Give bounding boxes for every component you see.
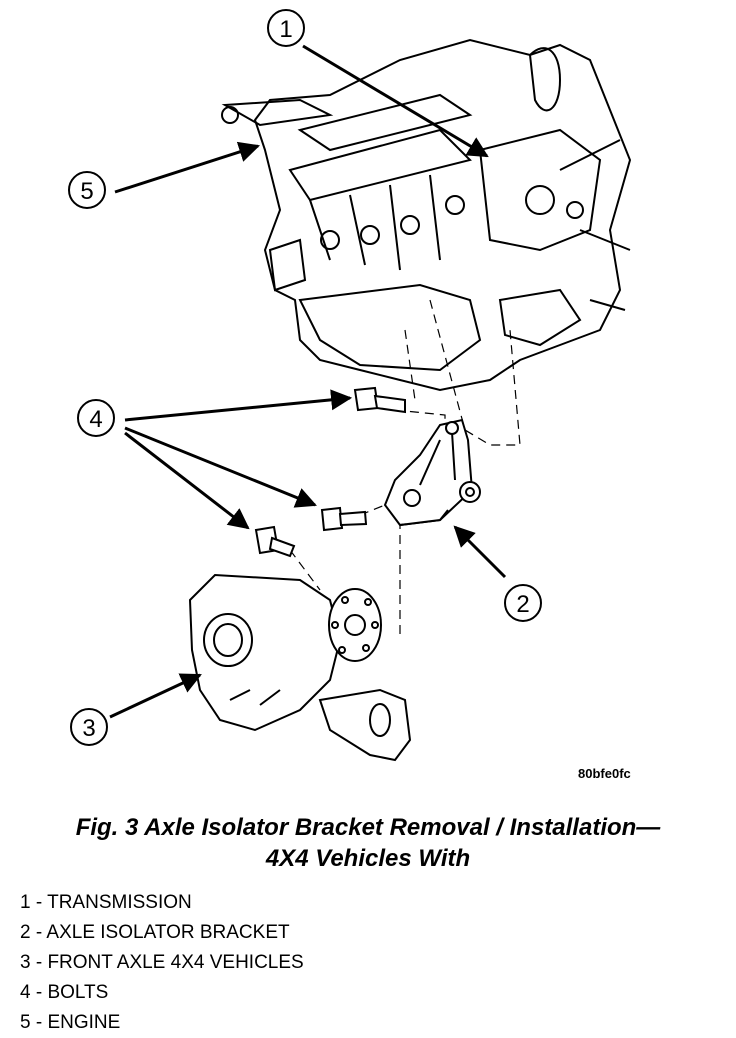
svg-text:1: 1 bbox=[279, 16, 292, 43]
bolt-upper bbox=[353, 386, 406, 414]
legend-item-axle-isolator-bracket: 2 - AXLE ISOLATOR BRACKET bbox=[20, 922, 290, 943]
legend-item-bolts: 4 - BOLTS bbox=[20, 982, 109, 1003]
exploded-view-illustration: 1 5 4 2 3 bbox=[68, 9, 632, 762]
caption-line-1: Fig. 3 Axle Isolator Bracket Removal / I… bbox=[75, 814, 661, 841]
caption-line-2: 4X4 Vehicles With bbox=[265, 845, 471, 872]
leader-arrow-2 bbox=[453, 525, 507, 579]
bolt-lower bbox=[254, 525, 296, 558]
svg-text:3: 3 bbox=[82, 715, 95, 742]
callout-4: 4 bbox=[77, 399, 115, 437]
callout-2: 2 bbox=[504, 584, 542, 622]
leader-arrow-3 bbox=[109, 673, 202, 719]
legend-item-front-axle: 3 - FRONT AXLE 4X4 VEHICLES bbox=[20, 952, 304, 973]
leader-arrow-5 bbox=[114, 141, 260, 194]
engine-drawing bbox=[221, 38, 632, 392]
leader-arrows bbox=[109, 44, 507, 719]
leader-arrow-4a bbox=[124, 389, 353, 422]
leader-arrow-1 bbox=[302, 44, 489, 158]
axle-isolator-bracket-drawing bbox=[383, 418, 481, 527]
front-axle-drawing bbox=[188, 573, 412, 762]
callout-3: 3 bbox=[70, 708, 108, 746]
figure-caption: Fig. 3 Axle Isolator Bracket Removal / I… bbox=[0, 812, 736, 874]
callout-1: 1 bbox=[267, 9, 305, 47]
svg-text:4: 4 bbox=[89, 406, 102, 433]
svg-text:2: 2 bbox=[516, 591, 529, 618]
legend-item-engine: 5 - ENGINE bbox=[20, 1012, 121, 1033]
figure-code: 80bfe0fc bbox=[578, 766, 631, 781]
leader-arrow-4b bbox=[124, 426, 317, 508]
leader-arrow-4c bbox=[124, 431, 250, 530]
parts-legend: 1 - TRANSMISSION 2 - AXLE ISOLATOR BRACK… bbox=[20, 888, 304, 1038]
callout-5: 5 bbox=[68, 171, 106, 209]
bolt-middle bbox=[320, 506, 368, 532]
legend-item-transmission: 1 - TRANSMISSION bbox=[20, 892, 192, 913]
svg-text:5: 5 bbox=[80, 178, 93, 205]
